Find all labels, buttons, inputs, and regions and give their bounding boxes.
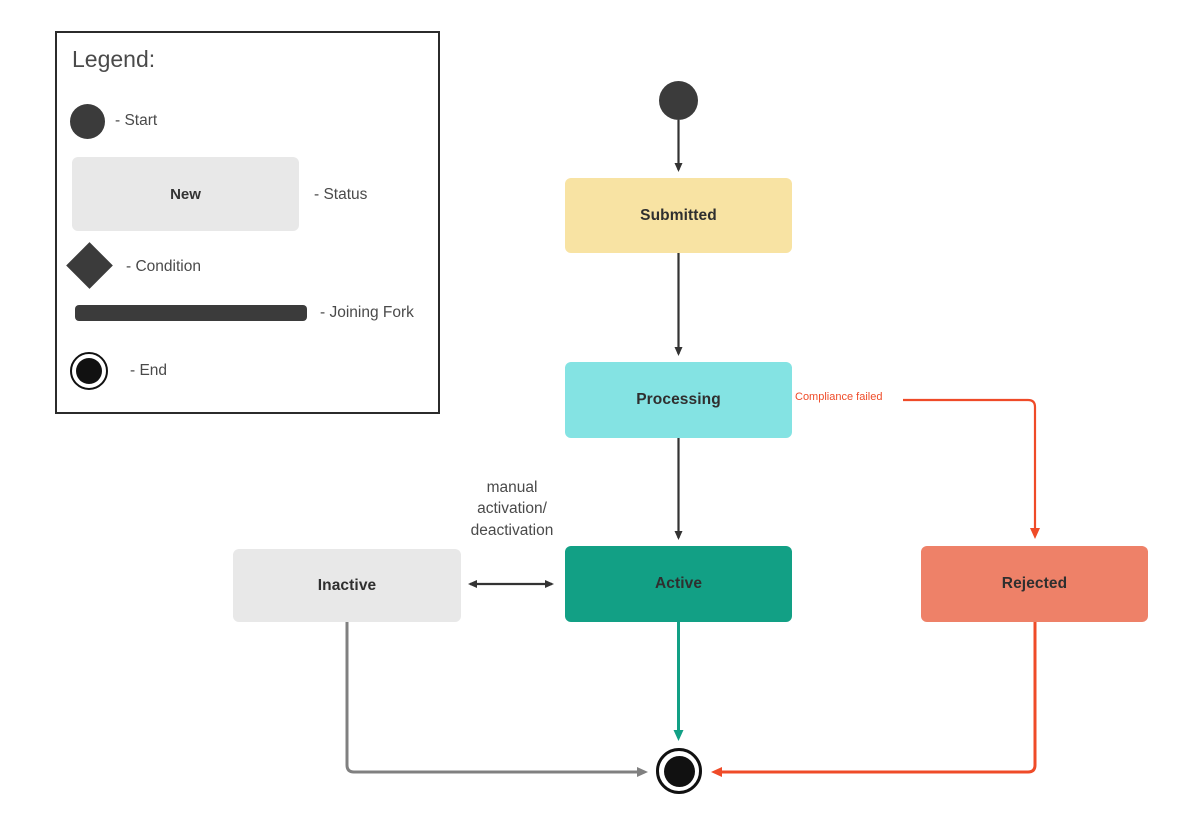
legend-end-label: - End bbox=[130, 362, 168, 379]
edge-processing-to-rejected bbox=[903, 398, 1040, 539]
legend-end-icon-fill bbox=[76, 358, 102, 384]
node-processing[interactable]: Processing bbox=[565, 362, 792, 438]
node-submitted[interactable]: Submitted bbox=[565, 178, 792, 253]
edge-label-manual-line1: manual bbox=[486, 479, 538, 496]
node-start[interactable] bbox=[659, 81, 698, 120]
edge-label-manual-activation: manual activation/ deactivation bbox=[447, 477, 577, 541]
legend-start-icon bbox=[70, 104, 105, 139]
node-inactive[interactable]: Inactive bbox=[233, 549, 461, 622]
legend-title: Legend: bbox=[72, 46, 156, 72]
node-rejected[interactable]: Rejected bbox=[921, 546, 1148, 622]
legend-end-icon bbox=[70, 352, 108, 390]
edge-inactive-to-end bbox=[345, 622, 648, 777]
legend-condition-label: - Condition bbox=[126, 258, 201, 275]
edge-label-manual-line3: deactivation bbox=[470, 521, 554, 539]
legend-joining-fork-label: - Joining Fork bbox=[320, 304, 414, 321]
edge-label-compliance-failed: Compliance failed bbox=[795, 391, 883, 403]
legend-status-box: New bbox=[72, 157, 299, 231]
legend-status-box-text: New bbox=[170, 185, 201, 203]
node-active[interactable]: Active bbox=[565, 546, 792, 622]
node-end[interactable] bbox=[656, 748, 702, 794]
legend-start-label: - Start bbox=[115, 112, 158, 129]
legend-status-label: - Status bbox=[314, 186, 368, 203]
edge-rejected-to-end bbox=[711, 622, 1037, 777]
edge-label-manual-line2: activation/ bbox=[477, 500, 547, 518]
legend-joining-fork-icon bbox=[75, 305, 307, 321]
node-end-fill bbox=[663, 755, 695, 787]
